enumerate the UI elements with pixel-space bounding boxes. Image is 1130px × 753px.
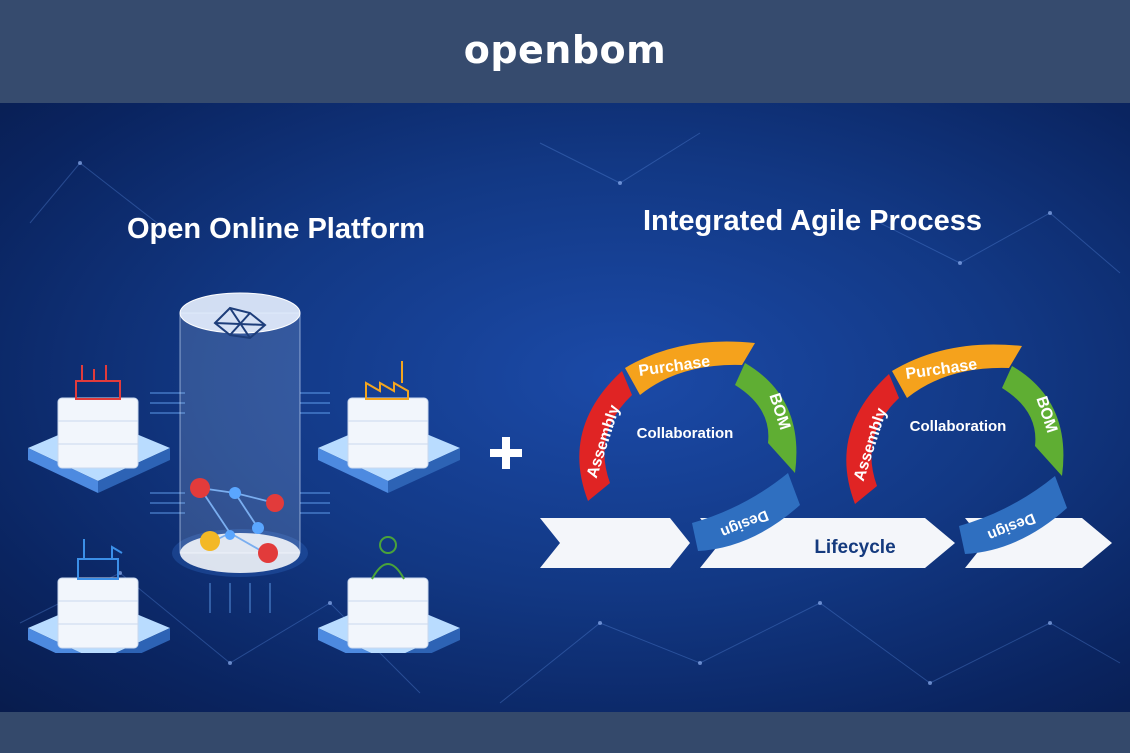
network-brain-icon <box>213 306 267 340</box>
assembly-arrow <box>579 371 632 501</box>
factory-blue-icon <box>77 539 123 580</box>
person-green-icon <box>371 536 405 580</box>
design-arrow-2 <box>959 476 1067 554</box>
design-arrow <box>692 473 800 551</box>
purchase-arrow <box>625 341 755 395</box>
bom-arrow-2 <box>1002 366 1064 476</box>
bom-arrow <box>735 363 797 473</box>
factory-red-icon <box>75 365 121 400</box>
server-top-right <box>318 361 460 493</box>
collaboration-label: Collaboration <box>637 425 734 442</box>
server-top-left <box>28 365 170 493</box>
server-bottom-left <box>28 539 170 653</box>
plus-icon <box>490 437 522 469</box>
collaboration-label-2: Collaboration <box>910 418 1007 435</box>
purchase-arrow-2 <box>892 344 1022 398</box>
circuit-traces <box>150 392 330 613</box>
right-panel-title: Integrated Agile Process <box>643 205 982 237</box>
assembly-arrow-2 <box>846 374 899 504</box>
left-panel-title: Open Online Platform <box>127 213 426 245</box>
factory-orange-icon <box>365 361 409 400</box>
agile-cycle-1: Purchase BOM Assembly Design Collaborati… <box>579 341 800 551</box>
openbom-logo: openbom <box>463 28 667 72</box>
main-illustration: Open Online Platform Integrated Agile Pr… <box>0 103 1130 712</box>
footer-bar <box>0 712 1130 753</box>
header-bar: openbom <box>0 0 1130 103</box>
lifecycle-label: Lifecycle <box>814 537 895 558</box>
agile-process-diagram: Lifecycle Purchase BOM Assembly Design C… <box>540 341 1112 568</box>
platform-illustration <box>28 292 460 653</box>
database-cylinder <box>172 292 308 577</box>
server-bottom-right <box>318 536 460 653</box>
